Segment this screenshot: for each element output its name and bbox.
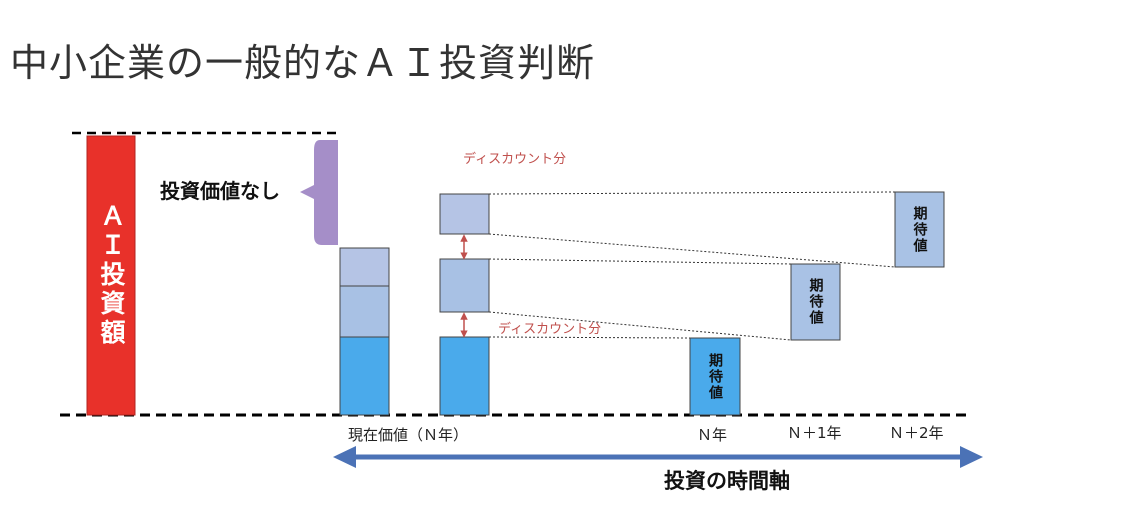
present-value-box-middle bbox=[339, 285, 390, 338]
time-label-n2: Ｎ＋2年 bbox=[889, 424, 944, 442]
no-value-bracket bbox=[300, 140, 338, 245]
time-axis-arrowhead-right bbox=[960, 446, 983, 468]
discount-label-middle: ディスカウント分 bbox=[498, 322, 602, 337]
discount-label-top: ディスカウント分 bbox=[463, 152, 567, 167]
projection-line-3 bbox=[488, 258, 792, 265]
page-title: 中小企業の一般的なＡＩ投資判断 bbox=[10, 41, 596, 85]
expected-value-label-n2: 期待値 bbox=[911, 205, 928, 254]
expected-value-box-n2 bbox=[894, 191, 945, 268]
ai-investment-bar bbox=[86, 135, 136, 416]
ai-investment-label: ＡＩ投資額 bbox=[97, 202, 126, 348]
no-investment-value-label: 投資価値なし bbox=[160, 179, 280, 203]
expected-value-label-n: 期待値 bbox=[707, 352, 723, 401]
expected-value-label-n1: 期待値 bbox=[807, 278, 824, 326]
time-label-n: Ｎ年 bbox=[697, 426, 728, 444]
time-label-present-value: 現在価値（Ｎ年） bbox=[348, 426, 469, 444]
expected-value-box-n1 bbox=[790, 263, 841, 341]
projection-line-2 bbox=[488, 233, 896, 268]
time-axis-label: 投資の時間軸 bbox=[664, 469, 790, 493]
present-value-box-top bbox=[339, 247, 390, 287]
time-label-n1: Ｎ＋1年 bbox=[787, 424, 842, 442]
time-axis-arrowhead-left bbox=[333, 446, 356, 468]
expected-value-box-n bbox=[689, 337, 741, 416]
projection-line-1 bbox=[488, 191, 896, 195]
n-year-box-top bbox=[439, 193, 490, 235]
projection-line-5 bbox=[488, 336, 691, 339]
n-year-box-bottom bbox=[439, 336, 490, 416]
present-value-box-bottom bbox=[339, 336, 390, 416]
projection-line-4 bbox=[488, 311, 792, 341]
n-year-box-middle bbox=[439, 258, 490, 313]
